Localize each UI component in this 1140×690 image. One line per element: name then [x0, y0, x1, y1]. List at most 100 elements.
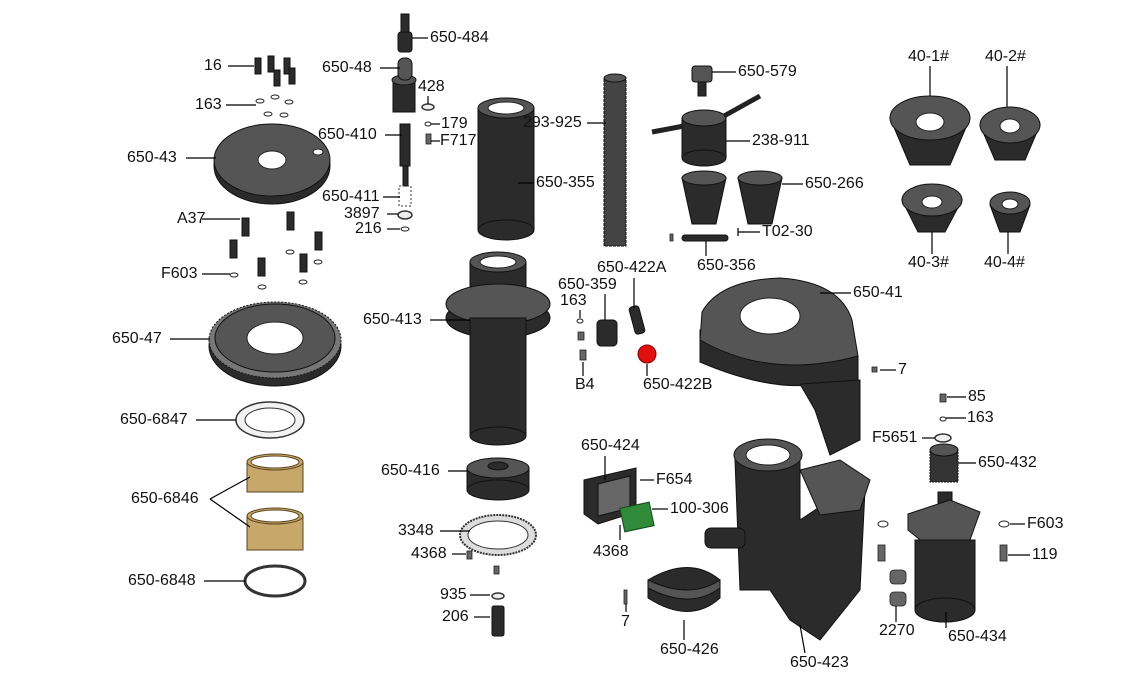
label-3897: 3897 — [344, 205, 380, 222]
part-650-423 — [704, 438, 871, 641]
part-650-422B — [637, 344, 657, 364]
label-40-2: 40-2# — [985, 48, 1026, 65]
label-650-416: 650-416 — [381, 462, 440, 479]
part-650-266 — [681, 170, 783, 225]
part-650-410 — [399, 123, 411, 187]
part-A37-screws — [229, 211, 323, 277]
label-206: 206 — [442, 608, 469, 625]
label-650-411: 650-411 — [322, 188, 380, 205]
part-650-356 — [681, 234, 729, 242]
label-650-426: 650-426 — [660, 641, 719, 658]
part-650-579 — [691, 65, 713, 97]
part-650-355 — [477, 97, 535, 241]
part-7-screw — [871, 366, 878, 373]
label-238-911: 238-911 — [752, 132, 810, 149]
label-F603-b: F603 — [1027, 515, 1064, 532]
part-F603-washers — [229, 249, 323, 290]
part-85 — [939, 393, 947, 403]
part-650-422A — [628, 305, 646, 335]
part-3897 — [397, 210, 413, 220]
part-650-434 — [907, 491, 981, 623]
label-85: 85 — [968, 388, 986, 405]
part-238-911 — [651, 93, 762, 167]
label-650-41: 650-41 — [853, 284, 903, 301]
part-650-484 — [397, 13, 413, 53]
label-650-423: 650-423 — [790, 654, 849, 671]
part-650-6846-upper — [246, 453, 304, 493]
label-650-356: 650-356 — [697, 257, 756, 274]
label-650-422B: 650-422B — [643, 376, 713, 393]
label-100-306: 100-306 — [670, 500, 729, 517]
label-650-413: 650-413 — [363, 311, 422, 328]
label-40-3: 40-3# — [908, 254, 949, 271]
label-650-47: 650-47 — [112, 330, 162, 347]
label-163-c: 163 — [967, 409, 994, 426]
label-650-6846: 650-6846 — [131, 490, 199, 507]
part-163-washers — [255, 94, 294, 118]
label-650-359: 650-359 — [558, 276, 617, 293]
part-4368-screw — [466, 550, 473, 560]
label-650-432: 650-432 — [978, 454, 1037, 471]
label-2270: 2270 — [879, 622, 915, 639]
label-40-4: 40-4# — [984, 254, 1025, 271]
label-F717: F717 — [440, 132, 477, 149]
part-650-6848 — [243, 564, 307, 598]
label-7: 7 — [898, 361, 907, 378]
label-7-b: 7 — [621, 613, 630, 630]
part-163-c — [939, 416, 947, 422]
label-3348: 3348 — [398, 522, 434, 539]
label-A37: A37 — [177, 210, 206, 227]
part-119 — [999, 544, 1008, 562]
part-16-screws — [254, 55, 296, 87]
label-293-925: 293-925 — [523, 114, 582, 131]
label-F5651: F5651 — [872, 429, 918, 446]
label-650-48: 650-48 — [322, 59, 372, 76]
part-650-432 — [929, 443, 959, 483]
part-40-1 — [889, 95, 971, 166]
part-650-41 — [699, 277, 861, 456]
label-650-434: 650-434 — [948, 628, 1007, 645]
part-650-426 — [647, 567, 721, 612]
part-650-413 — [445, 251, 551, 446]
label-650-355: 650-355 — [536, 174, 595, 191]
part-B4 — [579, 349, 587, 361]
part-7-pin — [623, 589, 628, 605]
part-650-6846-lower — [246, 507, 304, 551]
label-16: 16 — [204, 57, 222, 74]
label-163: 163 — [195, 96, 222, 113]
part-650-43 — [213, 123, 331, 205]
part-293-925 — [603, 73, 627, 247]
label-650-484: 650-484 — [430, 29, 489, 46]
part-2270 — [889, 569, 907, 607]
part-F5651 — [934, 433, 952, 443]
part-650-48 — [391, 57, 417, 113]
part-650-416 — [466, 457, 530, 501]
part-650-411-spring — [398, 185, 412, 207]
part-206 — [491, 605, 505, 637]
label-216: 216 — [355, 220, 382, 237]
label-935: 935 — [440, 586, 467, 603]
label-650-6848: 650-6848 — [128, 572, 196, 589]
label-119: 119 — [1032, 546, 1058, 563]
part-428 — [421, 103, 435, 111]
part-100-306 — [619, 501, 655, 533]
label-4368: 4368 — [411, 545, 447, 562]
part-F717 — [425, 133, 432, 145]
part-179 — [424, 121, 432, 127]
part-935 — [491, 592, 505, 600]
label-B4: B4 — [575, 376, 595, 393]
label-4368-b: 4368 — [593, 543, 629, 560]
label-650-43: 650-43 — [127, 149, 177, 166]
label-163-b: 163 — [560, 292, 587, 309]
part-40-3 — [901, 183, 963, 233]
leader-lines — [170, 37, 1030, 654]
label-650-6847: 650-6847 — [120, 411, 188, 428]
label-F603: F603 — [161, 265, 198, 282]
label-179: 179 — [441, 115, 468, 132]
label-650-410: 650-410 — [318, 126, 377, 143]
label-40-1: 40-1# — [908, 48, 949, 65]
part-216 — [400, 226, 410, 232]
label-650-266: 650-266 — [805, 175, 864, 192]
